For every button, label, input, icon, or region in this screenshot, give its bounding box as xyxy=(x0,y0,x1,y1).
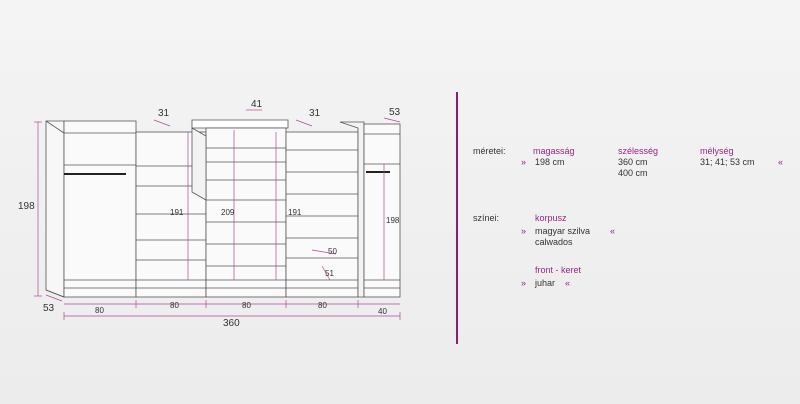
dim-small-50: 50 xyxy=(328,247,337,256)
height-value: 198 cm xyxy=(535,157,565,167)
front-close-quote: « xyxy=(565,278,571,288)
dim-width-right: 40 xyxy=(378,307,387,316)
dim-inner-209: 209 xyxy=(221,208,235,217)
dim-inner-191-left: 191 xyxy=(170,208,184,217)
wardrobe-drawing xyxy=(34,109,401,320)
dim-top-31-right: 31 xyxy=(309,108,321,119)
front-value: juhar xyxy=(535,278,556,288)
middle-unit xyxy=(191,119,289,298)
divider-line xyxy=(456,92,458,344)
depth-value: 31; 41; 53 cm xyxy=(700,157,755,167)
dim-width-mid1: 80 xyxy=(170,301,179,310)
left-wardrobe xyxy=(45,120,137,298)
dims-open-quote: » xyxy=(521,157,527,167)
dims-close-quote: « xyxy=(778,157,784,167)
body-value-2: calwados xyxy=(535,237,573,247)
body-value-1: magyar szilva xyxy=(535,226,591,236)
dim-top-31-left: 31 xyxy=(158,108,170,119)
width-title: szélesség xyxy=(618,146,659,156)
dim-width-mid2: 80 xyxy=(242,301,251,310)
front-open-quote: » xyxy=(521,278,527,288)
colors-label: színei: xyxy=(473,213,500,223)
dim-total-width: 360 xyxy=(223,318,240,329)
depth-title: mélység xyxy=(700,146,734,156)
dim-overall-height: 198 xyxy=(18,201,35,212)
dim-width-left: 80 xyxy=(95,306,104,315)
front-title: front - keret xyxy=(535,265,582,275)
dim-inner-191-right: 191 xyxy=(288,208,302,217)
dim-inner-198-right: 198 xyxy=(386,216,400,225)
right-wardrobe xyxy=(339,121,401,298)
width-value-1: 360 cm xyxy=(618,157,648,167)
dim-small-51: 51 xyxy=(325,269,334,278)
dim-width-mid3: 80 xyxy=(318,301,327,310)
dim-top-41: 41 xyxy=(251,99,263,110)
dim-depth-left: 53 xyxy=(43,303,55,314)
dims-label: méretei: xyxy=(473,146,506,156)
dim-top-53: 53 xyxy=(389,107,401,118)
body-close-quote: « xyxy=(610,226,616,236)
shelf-unit-2 xyxy=(285,131,359,298)
height-title: magasság xyxy=(533,146,575,156)
width-value-2: 400 cm xyxy=(618,168,648,178)
body-open-quote: » xyxy=(521,226,527,236)
body-title: korpusz xyxy=(535,213,567,223)
